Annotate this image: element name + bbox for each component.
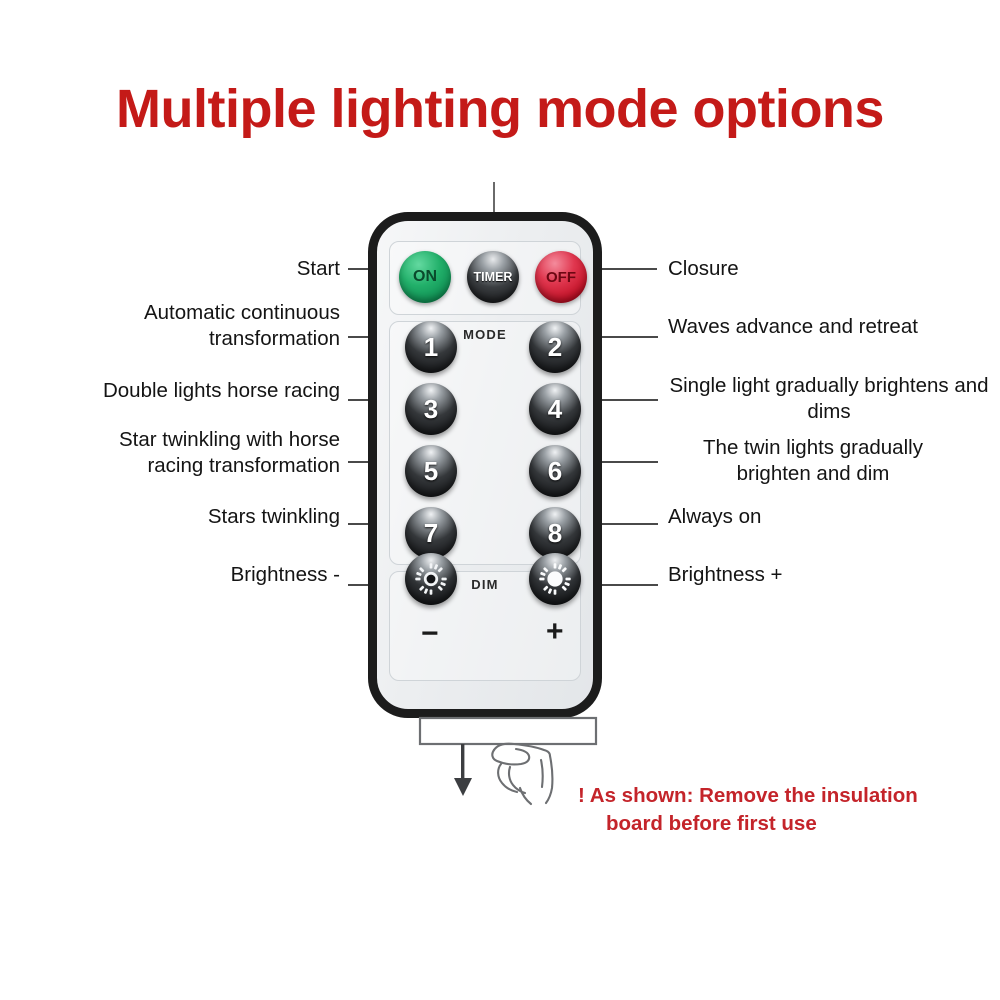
leader-line-mode-4 xyxy=(562,399,658,401)
brightness-up-sign: + xyxy=(546,615,564,648)
on-button[interactable]: ON xyxy=(399,251,451,303)
callout-start: Start xyxy=(296,257,340,280)
insulation-tab-illustration xyxy=(418,716,598,806)
sun-icon xyxy=(539,563,571,595)
brightness-up-button[interactable] xyxy=(529,553,581,605)
callout-mode-2: Waves advance and retreat xyxy=(668,315,918,338)
sun-icon xyxy=(415,563,447,595)
mode-button-8[interactable]: 8 xyxy=(529,507,581,559)
callout-brightness-up: Brightness + xyxy=(668,563,783,586)
timer-button[interactable]: TIMER xyxy=(467,251,519,303)
warning-text: ! As shown: Remove the insulation board … xyxy=(578,782,988,838)
dim-panel-label: DIM xyxy=(471,577,499,592)
leader-line-brightness-up xyxy=(562,584,658,586)
leader-line-mode-2 xyxy=(562,336,658,338)
mode-button-4[interactable]: 4 xyxy=(529,383,581,435)
callout-mode-1: Automatic continuous transformation xyxy=(143,301,340,350)
page-title: Multiple lighting mode options xyxy=(116,79,884,139)
mode-panel-label: MODE xyxy=(463,327,507,342)
callout-mode-7: Stars twinkling xyxy=(207,505,340,528)
leader-line-mode-8 xyxy=(562,523,658,525)
warning-line-2: board before first use xyxy=(606,812,817,835)
mode-button-5[interactable]: 5 xyxy=(405,445,457,497)
callout-closure: Closure xyxy=(668,257,739,280)
remote-control: MODE DIM ON TIMER OFF 1 2 3 4 5 6 7 8 xyxy=(368,212,602,718)
callout-mode-3: Double lights horse racing xyxy=(102,379,340,402)
callout-mode-6: The twin lights gradually brighten and d… xyxy=(703,436,923,485)
callout-mode-5: Star twinkling with horse racing transfo… xyxy=(118,428,340,477)
leader-line-closure xyxy=(585,268,657,270)
mode-button-7[interactable]: 7 xyxy=(405,507,457,559)
hand-icon xyxy=(491,742,554,806)
mode-button-1[interactable]: 1 xyxy=(405,321,457,373)
brightness-down-button[interactable] xyxy=(405,553,457,605)
callout-mode-4: Single light gradually brightens and dim… xyxy=(669,374,989,423)
mode-button-6[interactable]: 6 xyxy=(529,445,581,497)
mode-button-3[interactable]: 3 xyxy=(405,383,457,435)
leader-line-mode-6 xyxy=(562,461,658,463)
down-arrow-icon xyxy=(454,744,472,796)
off-button[interactable]: OFF xyxy=(535,251,587,303)
insulation-board xyxy=(418,716,598,746)
callout-brightness-down: Brightness - xyxy=(230,563,340,586)
callout-mode-8: Always on xyxy=(668,505,762,528)
mode-button-2[interactable]: 2 xyxy=(529,321,581,373)
brightness-down-sign: − xyxy=(421,617,439,650)
warning-line-1: ! As shown: Remove the insulation xyxy=(578,784,918,807)
